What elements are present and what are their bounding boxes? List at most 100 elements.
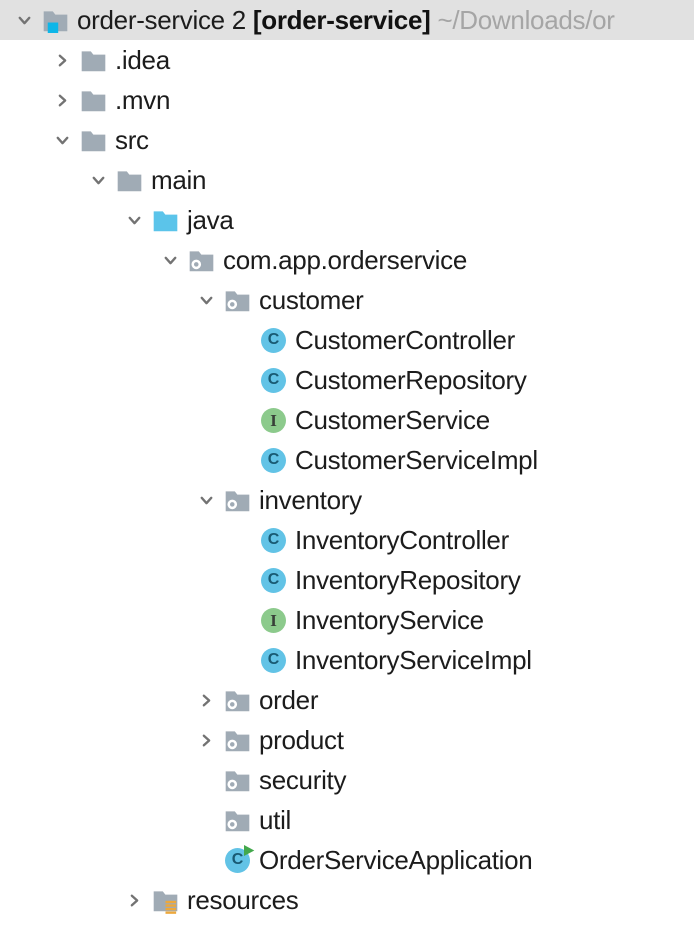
tree-row[interactable]: security <box>0 760 694 800</box>
tree-item-label: OrderServiceApplication <box>259 844 533 875</box>
tree-item-label: java <box>187 204 234 235</box>
chevron-right-icon[interactable] <box>44 80 80 120</box>
chevron-spacer <box>188 760 224 800</box>
tree-row[interactable]: util <box>0 800 694 840</box>
resources-folder-icon <box>152 887 179 914</box>
project-tree: .idea .mvn src main java com.app.orderse… <box>0 40 694 920</box>
class-letter: C <box>267 451 280 468</box>
folder-icon <box>116 167 143 194</box>
tree-item-label: CustomerController <box>295 324 516 355</box>
folder-icon <box>80 87 107 114</box>
tree-row[interactable]: inventory <box>0 480 694 520</box>
package-icon <box>224 487 251 514</box>
tree-row[interactable]: I InventoryService <box>0 600 694 640</box>
tree-item-label: InventoryService <box>295 604 484 635</box>
class-icon: C <box>260 327 287 354</box>
tree-item-label: inventory <box>259 484 362 515</box>
tree-row[interactable]: order <box>0 680 694 720</box>
tree-item-label: .idea <box>115 44 170 75</box>
chevron-spacer <box>224 560 260 600</box>
chevron-spacer <box>224 440 260 480</box>
tree-item-label: security <box>259 764 347 795</box>
chevron-spacer <box>224 400 260 440</box>
package-icon <box>224 727 251 754</box>
tree-item-label: util <box>259 804 292 835</box>
class-letter: C <box>267 571 280 588</box>
package-icon <box>224 287 251 314</box>
tree-item-label: product <box>259 724 344 755</box>
tree-row[interactable]: I CustomerService <box>0 400 694 440</box>
run-arrow-icon <box>244 844 255 856</box>
tree-row[interactable]: main <box>0 160 694 200</box>
tree-item-label: customer <box>259 284 364 315</box>
tree-row[interactable]: C CustomerController <box>0 320 694 360</box>
chevron-down-icon[interactable] <box>6 0 42 40</box>
chevron-down-icon[interactable] <box>152 240 188 280</box>
project-folder-icon <box>42 7 69 34</box>
tree-row[interactable]: C CustomerRepository <box>0 360 694 400</box>
tree-row[interactable]: C OrderServiceApplication <box>0 840 694 880</box>
tree-row[interactable]: .mvn <box>0 80 694 120</box>
class-run-icon: C <box>224 844 255 874</box>
chevron-spacer <box>188 800 224 840</box>
chevron-down-icon[interactable] <box>80 160 116 200</box>
package-icon <box>224 807 251 834</box>
interface-letter: I <box>270 410 277 430</box>
chevron-right-icon[interactable] <box>188 680 224 720</box>
package-icon <box>224 767 251 794</box>
tree-row[interactable]: C CustomerServiceImpl <box>0 440 694 480</box>
chevron-spacer <box>224 640 260 680</box>
tree-item-label: resources <box>187 884 299 915</box>
chevron-down-icon[interactable] <box>116 200 152 240</box>
class-icon: C <box>260 367 287 394</box>
tree-row[interactable]: C InventoryRepository <box>0 560 694 600</box>
package-icon <box>224 687 251 714</box>
project-path: ~/Downloads/or <box>437 4 615 35</box>
folder-icon <box>80 47 107 74</box>
project-tree-header[interactable]: order-service 2 [order-service] ~/Downlo… <box>0 0 694 40</box>
tree-item-label: order <box>259 684 319 715</box>
class-icon: C <box>260 567 287 594</box>
tree-row[interactable]: resources <box>0 880 694 920</box>
tree-item-label: com.app.orderservice <box>223 244 467 275</box>
tree-row[interactable]: com.app.orderservice <box>0 240 694 280</box>
module-badge: [order-service] <box>252 4 431 35</box>
chevron-down-icon[interactable] <box>44 120 80 160</box>
tree-item-label: src <box>115 124 149 155</box>
tree-item-label: InventoryController <box>295 524 509 555</box>
chevron-right-icon[interactable] <box>44 40 80 80</box>
class-letter: C <box>267 371 280 388</box>
tree-row[interactable]: .idea <box>0 40 694 80</box>
tree-row[interactable]: customer <box>0 280 694 320</box>
tree-row[interactable]: src <box>0 120 694 160</box>
tree-item-label: .mvn <box>115 84 171 115</box>
tree-row[interactable]: java <box>0 200 694 240</box>
folder-icon <box>80 127 107 154</box>
class-icon: C <box>260 527 287 554</box>
class-letter: C <box>267 531 280 548</box>
source-folder-icon <box>152 207 179 234</box>
chevron-spacer <box>224 600 260 640</box>
tree-row[interactable]: product <box>0 720 694 760</box>
class-letter: C <box>231 851 244 868</box>
tree-item-label: InventoryRepository <box>295 564 521 595</box>
chevron-down-icon[interactable] <box>188 280 224 320</box>
tree-item-label: main <box>151 164 207 195</box>
chevron-down-icon[interactable] <box>188 480 224 520</box>
chevron-right-icon[interactable] <box>116 880 152 920</box>
interface-icon: I <box>260 607 287 634</box>
chevron-spacer <box>224 360 260 400</box>
class-letter: C <box>267 651 280 668</box>
tree-item-label: CustomerServiceImpl <box>295 444 538 475</box>
tree-item-label: CustomerRepository <box>295 364 527 395</box>
interface-letter: I <box>270 610 277 630</box>
package-icon <box>188 247 215 274</box>
class-icon: C <box>260 447 287 474</box>
project-name: order-service 2 <box>77 4 246 35</box>
class-letter: C <box>267 331 280 348</box>
tree-item-label: CustomerService <box>295 404 490 435</box>
tree-row[interactable]: C InventoryServiceImpl <box>0 640 694 680</box>
class-icon: C <box>260 647 287 674</box>
chevron-right-icon[interactable] <box>188 720 224 760</box>
tree-row[interactable]: C InventoryController <box>0 520 694 560</box>
